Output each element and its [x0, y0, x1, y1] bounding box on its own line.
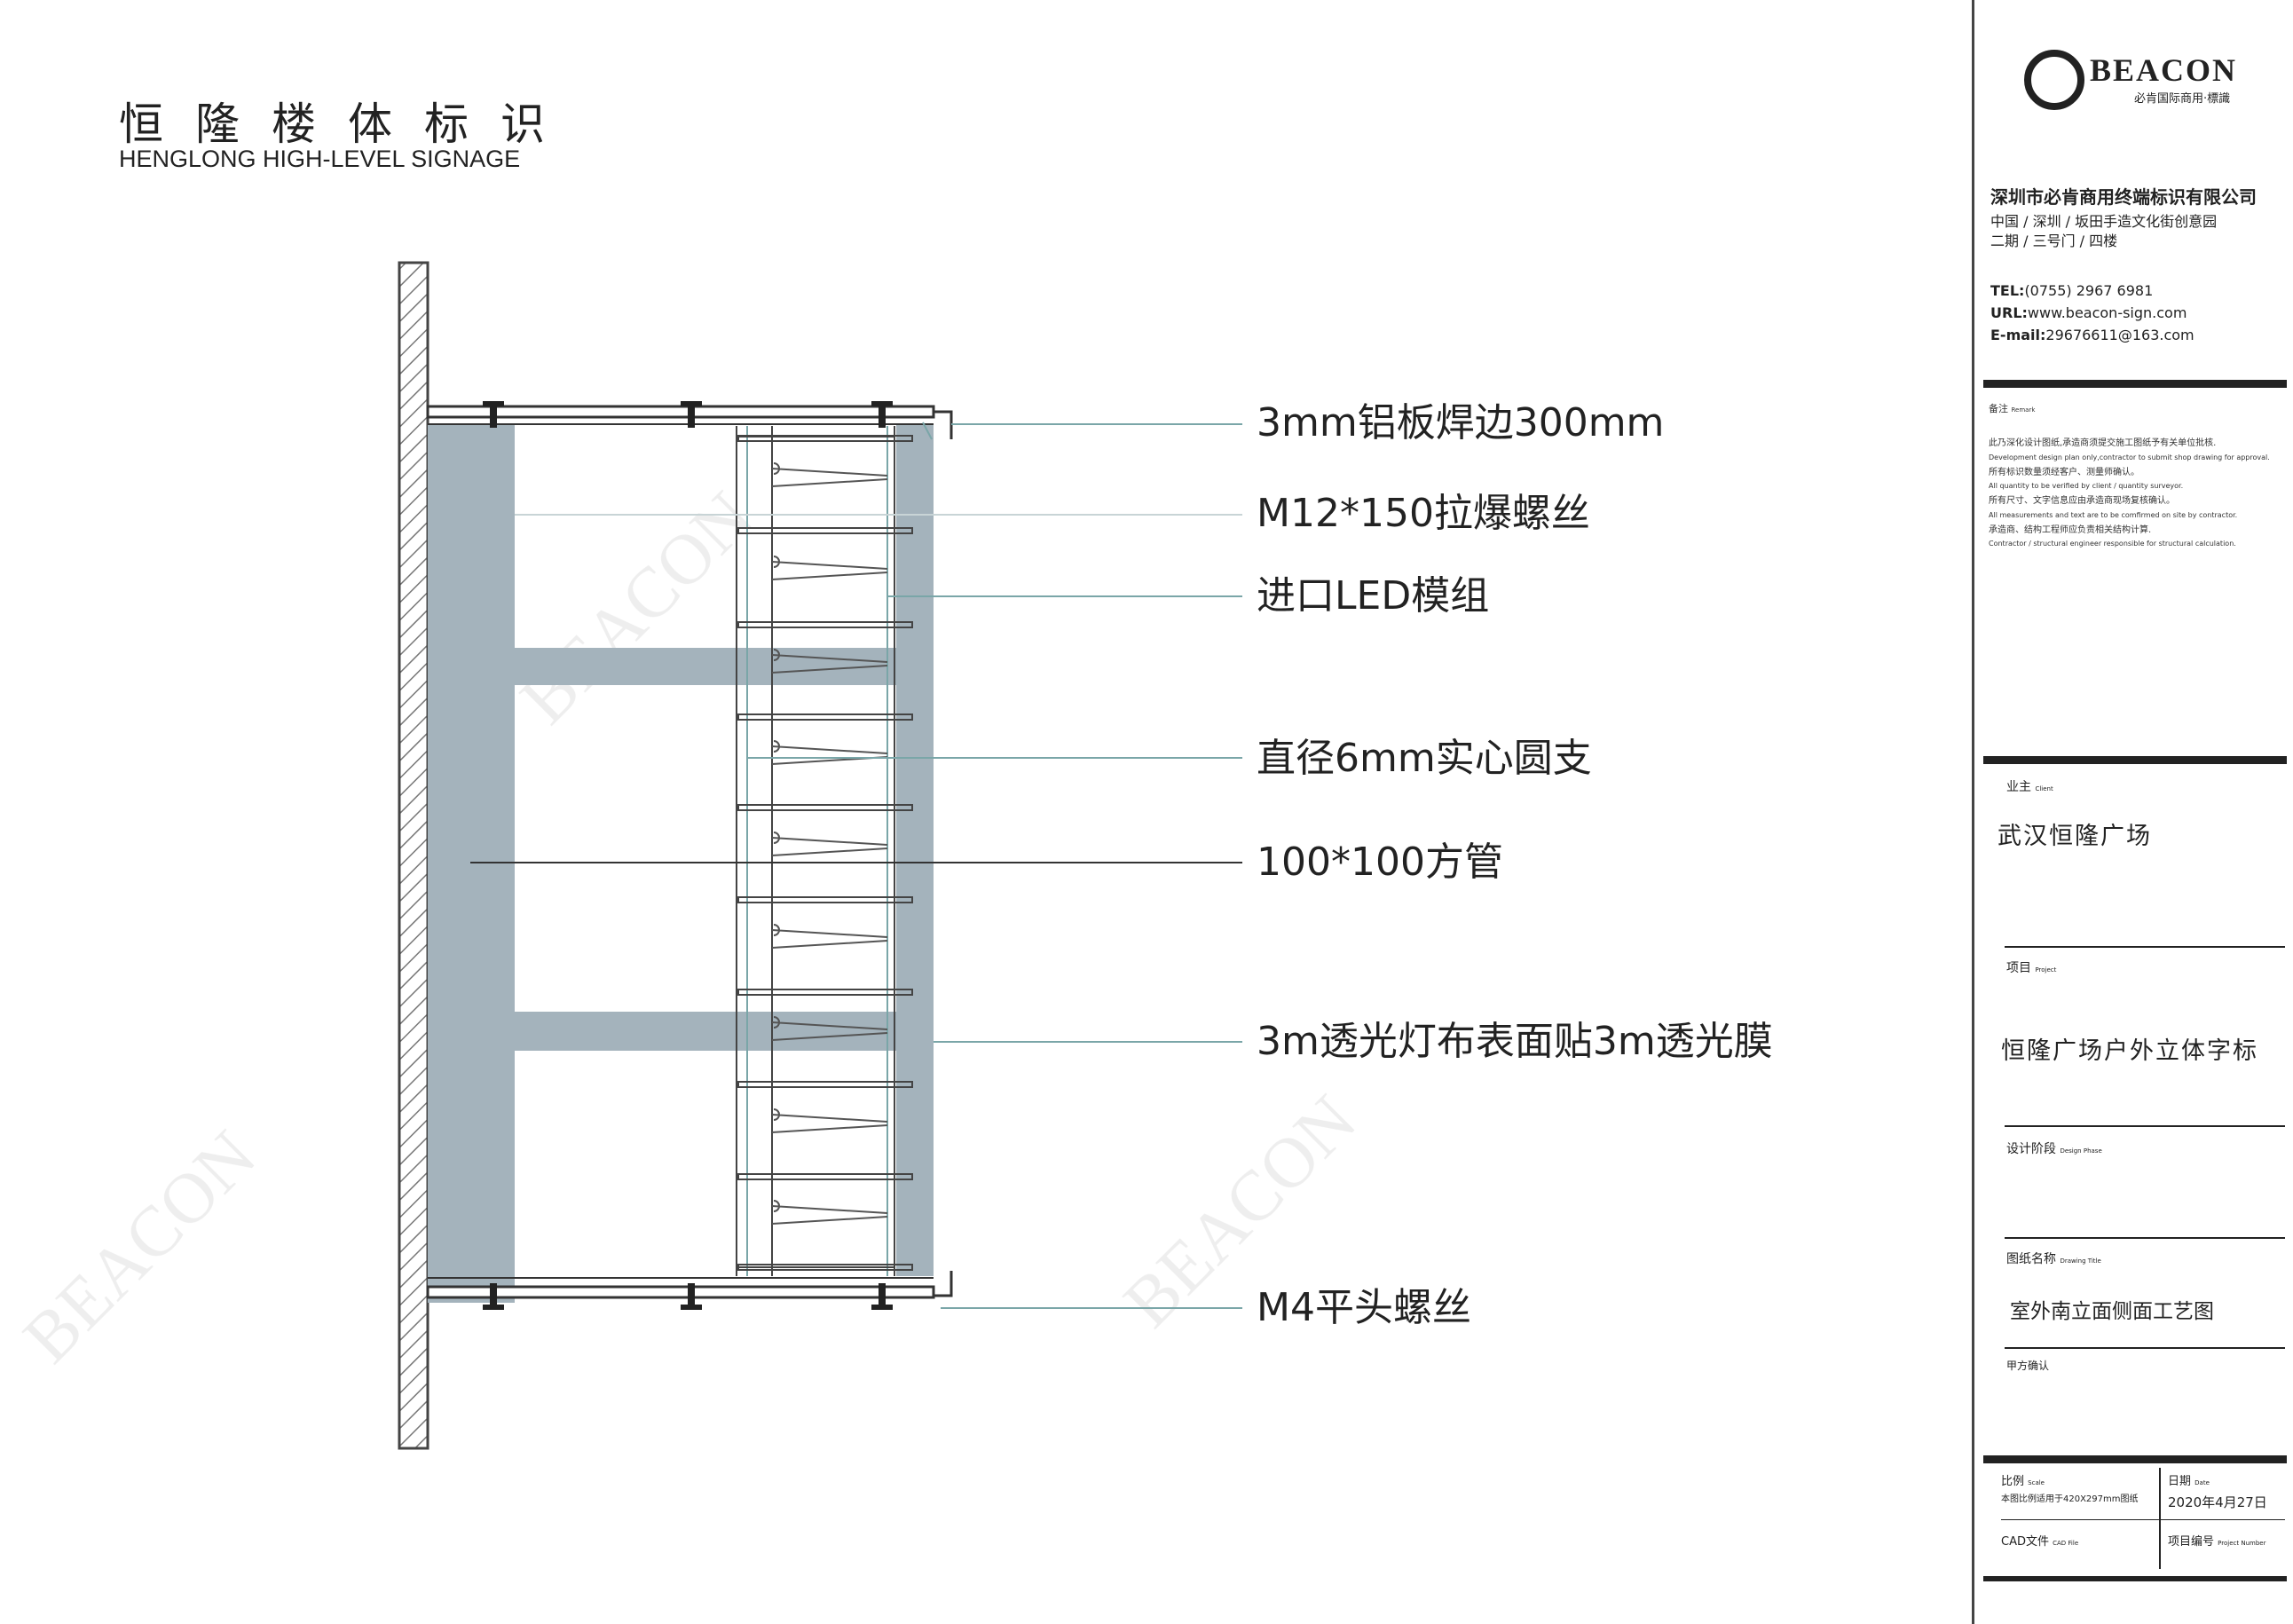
date-label: 日期 Date [2168, 1475, 2210, 1488]
project-label: 项目 Project [2006, 961, 2057, 975]
drawing-title-value: 室外南立面侧面工艺图 [2010, 1300, 2214, 1323]
support-rod-6 [737, 896, 913, 903]
support-rod-10 [737, 1264, 913, 1271]
support-rod-2 [737, 527, 913, 534]
led-module-5 [771, 832, 888, 856]
title-block: BEACON 必肯国际商用·標識 深圳市必肯商用终端标识有限公司 中国 / 深圳… [1972, 0, 2293, 1624]
title-chinese: 恒隆楼体标识 [119, 99, 577, 150]
client-value: 武汉恒隆广场 [1998, 823, 2152, 850]
led-module-3 [771, 649, 888, 674]
approval-label: 甲方确认 [2006, 1360, 2050, 1372]
address-line-1: 中国 / 深圳 / 坂田手造文化街创意园 [1990, 213, 2218, 230]
brand-subtitle: 必肯国际商用·標識 [2134, 92, 2231, 106]
round-supports [737, 435, 913, 1271]
rule-2 [1983, 756, 2287, 764]
support-rod-3 [737, 621, 913, 628]
section-drawing: BEACON BEACON BEACON [10, 261, 1372, 1450]
date-value: 2020年4月27日 [2168, 1494, 2267, 1510]
rule-phase [2005, 1237, 2285, 1239]
rule-3 [1983, 1455, 2287, 1463]
drawing-title-label: 图纸名称 Drawing Title [2006, 1252, 2101, 1266]
rule-drawing-title [2005, 1347, 2285, 1349]
phase-label: 设计阶段 Design Phase [2006, 1142, 2102, 1156]
support-rod-8 [737, 1081, 913, 1088]
leader-lines [470, 423, 1242, 1309]
tel: TEL:(0755) 2967 6981 [1990, 282, 2154, 299]
title-english: HENGLONG HIGH-LEVEL SIGNAGE [119, 146, 521, 172]
brand-name: BEACON [2090, 52, 2238, 88]
led-module-6 [771, 924, 888, 949]
rule-1 [1983, 380, 2287, 388]
screws [483, 401, 893, 1310]
support-rod-5 [737, 804, 913, 811]
svg-text:BEACON: BEACON [507, 477, 768, 739]
callout-aluminum-plate: 3mm铝板焊边300mm [1257, 400, 1665, 445]
callout-led-module: 进口LED模组 [1257, 573, 1490, 619]
support-rod-4 [737, 713, 913, 721]
callout-expansion-bolt: M12*150拉爆螺丝 [1257, 491, 1590, 536]
led-module-9 [771, 1200, 888, 1225]
rule-client [2005, 946, 2285, 948]
project-number-label: 项目编号 Project Number [2168, 1535, 2266, 1549]
support-rod-9 [737, 1173, 913, 1180]
led-module-4 [771, 740, 888, 765]
scale-label: 比例 Scale [2001, 1475, 2045, 1488]
company-name: 深圳市必肯商用终端标识有限公司 [1990, 186, 2257, 208]
watermark: BEACON BEACON BEACON [10, 477, 1372, 1378]
square-tube-frame [428, 424, 934, 1303]
support-rod-7 [737, 989, 913, 996]
led-lightbox [736, 426, 895, 1276]
beacon-logo-icon [2024, 50, 2084, 110]
callout-round-support: 直径6mm实心圆支 [1257, 736, 1592, 781]
url: URL:www.beacon-sign.com [1990, 304, 2187, 321]
led-module-7 [771, 1016, 888, 1041]
led-module-2 [771, 556, 888, 580]
scale-note: 本图比例适用于420X297mm图纸 [2001, 1494, 2139, 1504]
wall [398, 261, 429, 1450]
led-module-1 [771, 462, 888, 487]
support-rod-1 [737, 435, 913, 442]
callout-light-cloth: 3m透光灯布表面贴3m透光膜 [1257, 1019, 1773, 1064]
bottom-aluminum-plate [426, 1271, 953, 1299]
address-line-2: 二期 / 三号门 / 四楼 [1990, 233, 2118, 249]
rule-4 [1983, 1576, 2287, 1581]
notes-label: 备注 Remark [1989, 403, 2036, 414]
callout-square-tube: 100*100方管 [1257, 840, 1503, 885]
rule-scale [2001, 1519, 2285, 1520]
rule-project [2005, 1125, 2285, 1127]
svg-text:BEACON: BEACON [10, 1116, 272, 1378]
email: E-mail:29676611@163.com [1990, 327, 2195, 343]
callout-flat-screw: M4平头螺丝 [1257, 1285, 1471, 1330]
notes: 此乃深化设计图纸,承造商须提交施工图纸予有关单位批核. Development … [1989, 438, 2270, 548]
project-value: 恒隆广场户外立体字标 [2001, 1037, 2258, 1065]
led-module-8 [771, 1108, 888, 1133]
divider-vertical [2159, 1468, 2161, 1569]
client-label: 业主 Client [2006, 780, 2053, 794]
cad-label: CAD文件 CAD File [2001, 1535, 2079, 1549]
